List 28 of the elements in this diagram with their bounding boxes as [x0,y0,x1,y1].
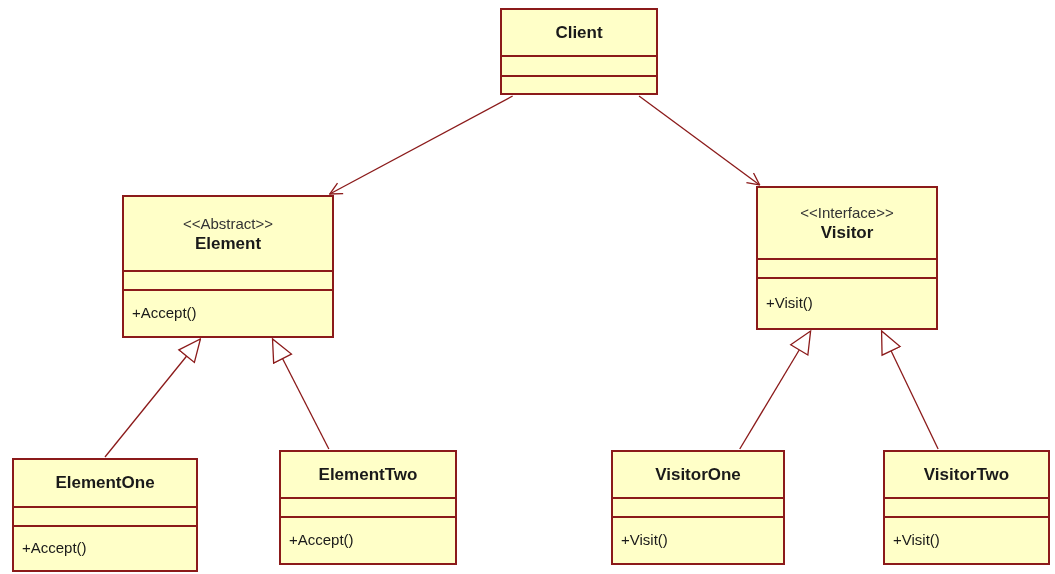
class-name: Visitor [820,223,874,243]
generalization-arrow [104,338,202,458]
class-box [279,450,457,565]
generalization-arrow [739,330,812,450]
class-box [122,195,334,338]
stereotype-label: <<Interface>> [800,203,894,223]
stereotype-label: <<Abstract>> [182,213,274,234]
class-name: ElementTwo [318,464,418,485]
class-name: VisitorTwo [923,464,1010,485]
association-arrow [638,95,761,186]
association-arrow [329,95,514,195]
operation-label: +Visit() [766,293,813,314]
class-name: ElementOne [55,473,155,493]
operation-label: +Accept() [22,538,87,559]
class-name: VisitorOne [655,464,741,485]
class-name: Client [555,22,603,43]
class-name: Element [194,233,262,254]
operation-label: +Accept() [289,530,354,551]
generalization-arrow [271,338,330,450]
class-box [611,450,785,565]
operation-label: +Accept() [132,303,197,324]
generalization-arrow [880,330,939,450]
class-box [756,186,938,330]
operation-label: +Visit() [621,530,668,551]
class-box [883,450,1050,565]
class-box [12,458,198,572]
class-box [500,8,658,95]
operation-label: +Visit() [893,530,940,551]
